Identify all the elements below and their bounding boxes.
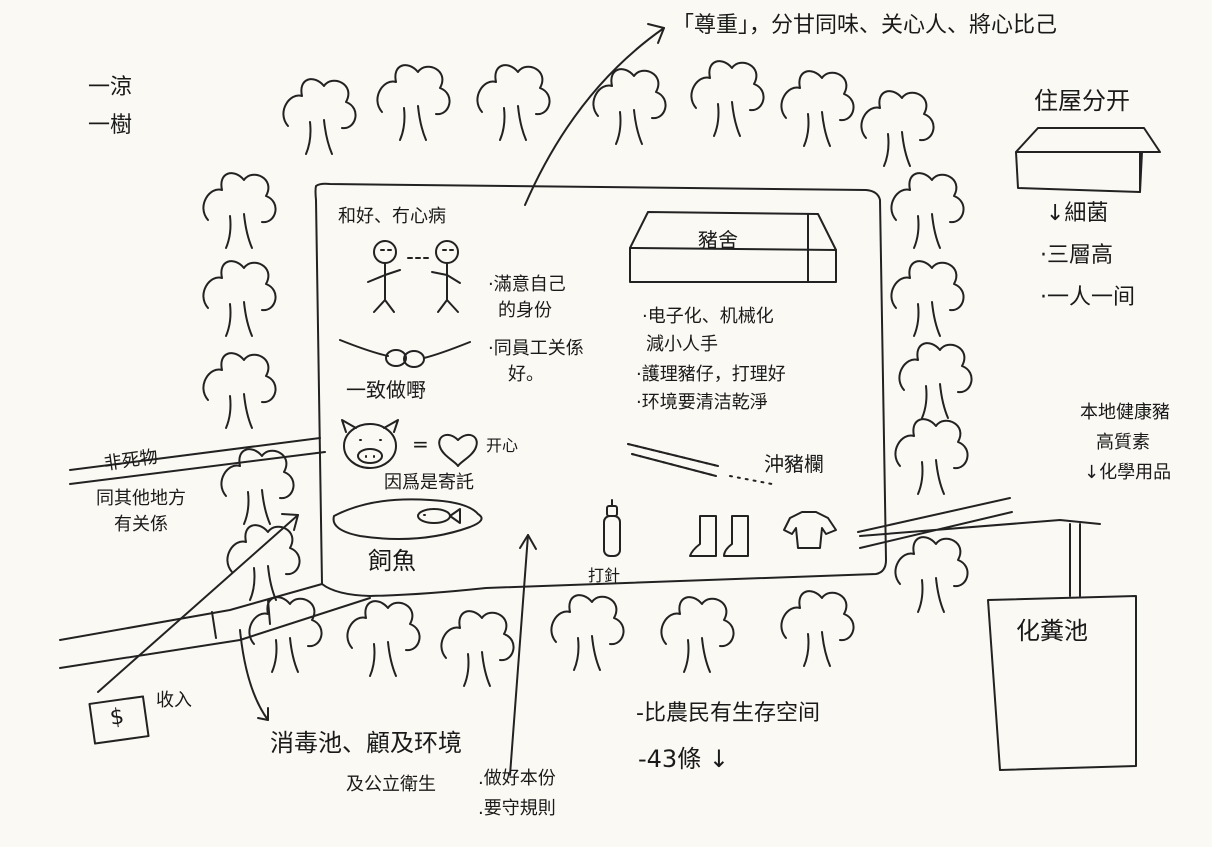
injection-label: 打針 xyxy=(588,566,621,585)
healthy-pig-line-1: 本地健康豬 xyxy=(1080,402,1170,423)
bottom-arrow-head xyxy=(519,534,537,550)
automation-line-1: ·电子化、机械化 xyxy=(642,306,774,327)
tree xyxy=(346,600,421,677)
tree xyxy=(202,260,277,337)
respect-note: 「尊重」，分甘同味、关心人、將心比己 xyxy=(672,13,1058,38)
happy-note: 开心 xyxy=(486,436,519,455)
bottom-arrow xyxy=(509,534,529,776)
two-people-drawing xyxy=(367,240,461,313)
rules-note: .要守規則 xyxy=(478,798,556,819)
pig-drawing xyxy=(341,419,399,469)
colleague-line-1: ·同員工关係 xyxy=(488,338,584,359)
tree xyxy=(376,64,451,141)
septic-tank-box xyxy=(987,595,1137,771)
disinfect-arrow xyxy=(239,629,269,721)
relation-line-2: 有关係 xyxy=(114,514,168,535)
tree xyxy=(220,448,295,525)
tree xyxy=(890,260,965,337)
house-drawing xyxy=(1015,127,1161,193)
hygiene-note: 及公立衛生 xyxy=(346,774,436,795)
tree xyxy=(690,60,765,137)
tree xyxy=(202,172,277,249)
income-arrow-head xyxy=(281,513,299,531)
note-one-tree: 一樹 xyxy=(88,113,133,138)
entrust-note: 因爲是寄託 xyxy=(384,472,474,493)
injection-drawing xyxy=(603,499,621,557)
relation-line-1: 同其他地方 xyxy=(96,488,186,509)
tree xyxy=(440,610,515,687)
feed-fish-label: 飼魚 xyxy=(368,547,416,575)
healthy-pig-line-2: 高質素 xyxy=(1096,432,1150,453)
heart-drawing xyxy=(438,433,478,467)
housing-one-each: ·一人一间 xyxy=(1040,285,1135,310)
income-arrow xyxy=(97,514,299,693)
automation-line-2: 減小人手 xyxy=(646,334,718,355)
clothes-drawing xyxy=(783,511,837,549)
satisfied-line-2: 的身份 xyxy=(498,300,552,321)
tree xyxy=(660,596,735,673)
income-box xyxy=(88,695,150,745)
unity-note: 一致做嘢 xyxy=(346,378,426,402)
left-lines xyxy=(69,437,326,485)
housing-three-storey: ·三層高 xyxy=(1040,243,1113,268)
tree xyxy=(248,596,323,673)
tree xyxy=(894,418,969,495)
tree-border xyxy=(202,60,973,687)
tree xyxy=(780,70,855,147)
top-arrow-head xyxy=(647,23,665,44)
piglet-care: ·護理豬仔，打理好 xyxy=(636,364,786,385)
tree xyxy=(282,78,357,155)
income-label: 收入 xyxy=(156,690,192,711)
boots-drawing xyxy=(689,515,749,557)
pigsty-drawing xyxy=(629,211,837,283)
colleague-line-2: 好。 xyxy=(508,364,544,385)
harmony-note: 和好、冇心病 xyxy=(338,206,446,227)
tree xyxy=(592,68,667,145)
housing-bacteria: ↓細菌 xyxy=(1046,201,1109,226)
drain-lines xyxy=(857,497,1101,597)
tree xyxy=(898,342,973,419)
space-note: -比農民有生存空间 xyxy=(636,701,820,726)
note-one-cool: 一涼 xyxy=(88,75,133,100)
satisfied-line-1: ·滿意自己 xyxy=(488,274,566,295)
top-arrow xyxy=(524,27,665,206)
housing-title: 住屋分开 xyxy=(1034,87,1130,115)
tree xyxy=(860,90,935,167)
tree xyxy=(476,64,551,141)
tree xyxy=(226,524,301,601)
tree xyxy=(202,352,277,429)
wash-pen-label: 沖豬欄 xyxy=(764,452,824,476)
disinfect-arrow-head xyxy=(257,707,269,721)
tree xyxy=(890,172,965,249)
tree xyxy=(550,594,625,671)
septic-tank-label: 化糞池 xyxy=(1016,617,1088,645)
law-note: -43條 ↓ xyxy=(638,745,729,773)
handshake-drawing xyxy=(339,339,471,368)
fish-pond-drawing xyxy=(332,498,483,540)
tree xyxy=(894,536,969,613)
pigsty-label: 豬舍 xyxy=(698,228,738,252)
duty-note: .做好本份 xyxy=(478,768,556,789)
wash-lines-solid xyxy=(627,443,719,477)
equals-sign: = xyxy=(412,432,429,456)
clean-environment: ·环境要清洁乾淨 xyxy=(636,392,768,413)
disinfect-note: 消毒池、顧及环境 xyxy=(270,729,462,757)
tree xyxy=(780,590,855,667)
healthy-pig-line-3: ↓化學用品 xyxy=(1084,462,1172,483)
road xyxy=(59,583,371,669)
